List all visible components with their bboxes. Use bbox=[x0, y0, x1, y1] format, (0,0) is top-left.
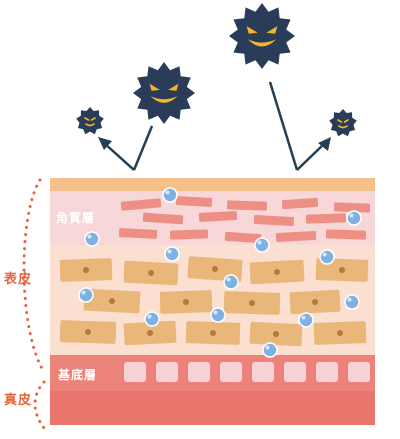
spinous-cell bbox=[123, 260, 179, 286]
cell-nucleus bbox=[183, 299, 189, 305]
moisture-bubbles bbox=[78, 187, 362, 358]
epidermis-label: 表皮 bbox=[4, 272, 33, 287]
basal-layer-label: 基底層 bbox=[58, 368, 98, 382]
moisture-bubble-icon bbox=[144, 311, 160, 327]
moisture-bubble-icon bbox=[162, 187, 178, 203]
corneocyte-cell bbox=[169, 229, 209, 240]
spinous-cell bbox=[313, 321, 367, 345]
cell-nucleus bbox=[339, 267, 345, 273]
corneocyte-cell bbox=[175, 196, 213, 207]
moisture-bubble-icon bbox=[84, 231, 100, 247]
germ-icon bbox=[133, 62, 195, 124]
basal-cell bbox=[156, 362, 178, 382]
moisture-bubble-icon bbox=[346, 210, 362, 226]
moisture-bubble-icon bbox=[262, 342, 278, 358]
germ-icon bbox=[76, 107, 104, 135]
spinous-cell bbox=[249, 321, 303, 347]
corneocyte-cell bbox=[224, 231, 262, 244]
basal-cells bbox=[124, 362, 370, 382]
top-strip bbox=[50, 178, 375, 191]
arrows bbox=[98, 81, 331, 171]
cell-nucleus bbox=[312, 299, 318, 305]
dotted-brackets bbox=[22, 178, 46, 430]
corneocyte-cell bbox=[325, 229, 367, 240]
basal-cell bbox=[188, 362, 210, 382]
corneocyte-cell bbox=[142, 212, 184, 225]
spinous-cells bbox=[59, 256, 369, 347]
stratum-corneum-label: 角質層 bbox=[56, 211, 96, 225]
spinous-cell bbox=[83, 288, 141, 314]
spinous-cell bbox=[249, 259, 305, 285]
cell-nucleus bbox=[249, 300, 255, 306]
dermis-layer bbox=[50, 391, 375, 425]
moisture-bubble-icon bbox=[319, 249, 335, 265]
spinous-cell bbox=[289, 289, 341, 315]
arrow-icon bbox=[268, 81, 331, 171]
germs bbox=[76, 3, 357, 137]
cell-nucleus bbox=[273, 331, 279, 337]
moisture-bubble-icon bbox=[223, 274, 239, 290]
basal-cell bbox=[124, 362, 146, 382]
corneocyte-cell bbox=[120, 198, 162, 211]
cell-nucleus bbox=[274, 269, 280, 275]
germ-icon bbox=[229, 3, 295, 69]
cell-nucleus bbox=[83, 267, 89, 273]
moisture-bubble-icon bbox=[164, 246, 180, 262]
basal-cell bbox=[220, 362, 242, 382]
corneocyte-cell bbox=[281, 197, 319, 210]
spinous-cell bbox=[123, 320, 177, 346]
cell-nucleus bbox=[85, 329, 91, 335]
corneocyte-cell bbox=[305, 213, 347, 224]
spinous-cell bbox=[59, 258, 113, 282]
cell-nucleus bbox=[337, 330, 343, 336]
spinous-cell bbox=[159, 290, 213, 314]
corneocyte-cell bbox=[275, 231, 317, 242]
epidermis-bracket-left bbox=[22, 178, 46, 374]
corneocyte-cell bbox=[226, 200, 268, 211]
moisture-bubble-icon bbox=[254, 237, 270, 253]
moisture-bubble-icon bbox=[298, 312, 314, 328]
cell-nucleus bbox=[148, 270, 154, 276]
spinous-cell bbox=[185, 321, 241, 345]
basal-cell bbox=[284, 362, 306, 382]
cell-nucleus bbox=[210, 330, 216, 336]
corneocyte-cell bbox=[198, 211, 238, 222]
germ-icon bbox=[329, 109, 357, 137]
cell-nucleus bbox=[109, 298, 115, 304]
corneocyte-cell bbox=[118, 228, 158, 239]
corneocyte-cell bbox=[333, 202, 371, 213]
corneocyte-cell bbox=[253, 215, 295, 226]
arrow-icon bbox=[98, 125, 154, 171]
cell-nucleus bbox=[212, 266, 218, 272]
spinous-cell bbox=[59, 320, 117, 344]
moisture-bubble-icon bbox=[78, 287, 94, 303]
basal-cell bbox=[316, 362, 338, 382]
dermis-bracket-left bbox=[33, 380, 46, 430]
moisture-bubble-icon bbox=[344, 294, 360, 310]
cell-nucleus bbox=[147, 330, 153, 336]
basal-cell bbox=[348, 362, 370, 382]
corneocyte-cells bbox=[118, 196, 371, 244]
spinous-cell bbox=[223, 291, 281, 315]
dermis-label: 真皮 bbox=[4, 393, 33, 408]
moisture-bubble-icon bbox=[210, 307, 226, 323]
basal-cell bbox=[252, 362, 274, 382]
